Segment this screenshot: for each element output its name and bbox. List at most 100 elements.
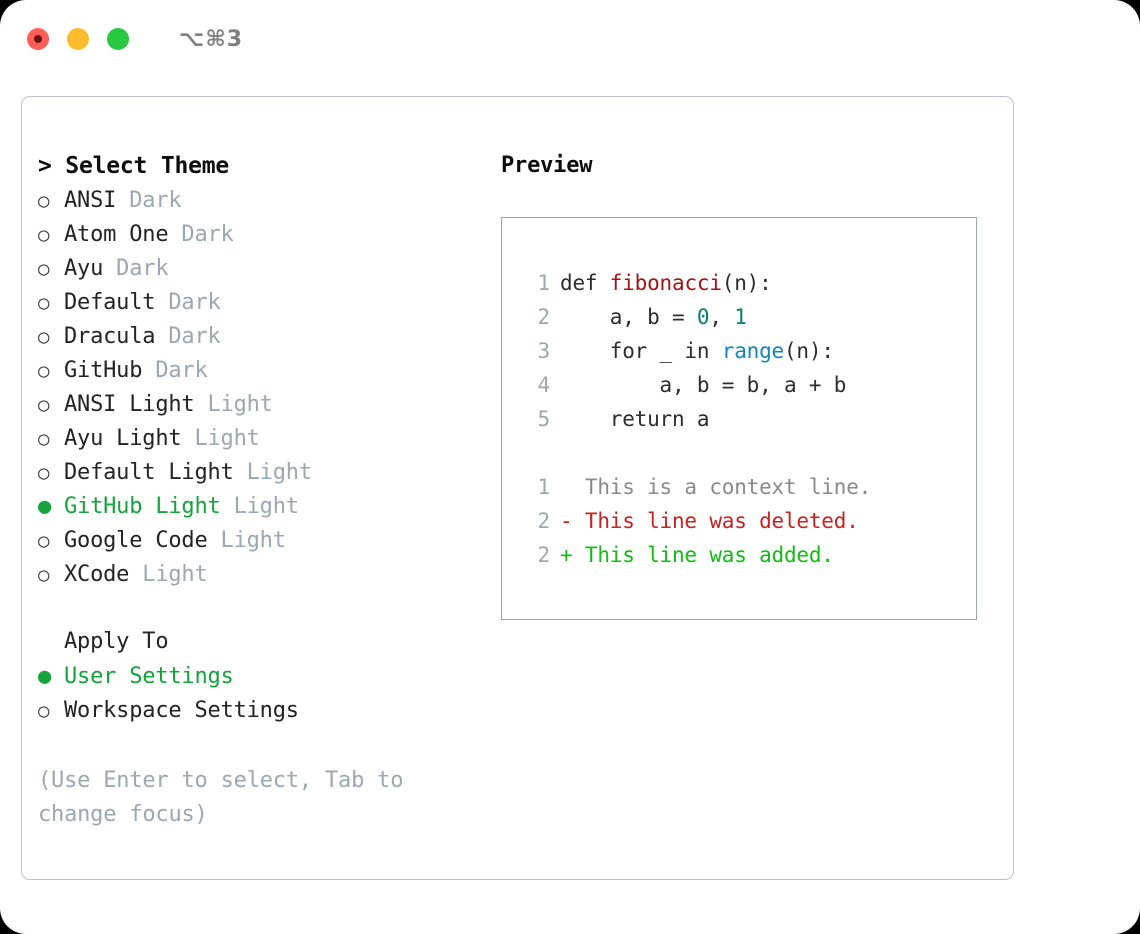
code-line-number: 4 xyxy=(537,373,551,397)
code-token-plain: for _ in xyxy=(560,339,722,363)
diff-line-number: 2 xyxy=(537,509,551,533)
preview-title: Preview xyxy=(501,153,593,178)
radio-unselected-icon: ○ xyxy=(38,360,50,382)
code-token-plain: , xyxy=(709,305,735,329)
header-label: Select Theme xyxy=(65,153,230,179)
radio-unselected-icon: ○ xyxy=(38,190,50,212)
code-line-text: a, b = 0, 1 xyxy=(560,300,747,334)
diff-line-added: 2 + This line was added. xyxy=(524,538,976,572)
theme-option-default-light[interactable]: ○Default Light Light xyxy=(38,456,468,490)
maximize-button[interactable] xyxy=(107,28,129,50)
radio-selected-icon: ● xyxy=(38,494,52,519)
theme-option-variant-badge: Dark xyxy=(168,222,234,247)
theme-option-label: XCode xyxy=(64,562,130,587)
code-token-plain: a, b = b, a + b xyxy=(560,373,847,397)
diff-line-context: 1 This is a context line. xyxy=(524,470,976,504)
theme-option-variant-badge: Light xyxy=(181,426,260,451)
code-line-text: return a xyxy=(560,402,710,436)
minimize-button[interactable] xyxy=(67,28,89,50)
diff-line-deleted: 2 - This line was deleted. xyxy=(524,504,976,538)
radio-unselected-icon: ○ xyxy=(38,700,50,722)
code-line-number: 2 xyxy=(537,305,551,329)
code-line: 3 for _ in range(n): xyxy=(524,334,976,368)
theme-option-label: Ayu Light xyxy=(64,426,182,451)
theme-option-label: Google Code xyxy=(64,528,208,553)
radio-unselected-icon: ○ xyxy=(38,394,50,416)
radio-unselected-icon: ○ xyxy=(38,428,50,450)
code-line-text: a, b = b, a + b xyxy=(560,368,847,402)
code-line-number: 5 xyxy=(537,407,551,431)
code-token-fn: fibonacci xyxy=(609,271,722,295)
apply-to-option-list[interactable]: ● User Settings ○ Workspace Settings xyxy=(38,660,468,728)
diff-line-text: This is a context line. xyxy=(560,475,872,499)
traffic-lights xyxy=(27,28,129,50)
theme-option-label: Default xyxy=(64,290,156,315)
apply-to-option-label: User Settings xyxy=(64,664,234,689)
theme-option-dracula[interactable]: ○Dracula Dark xyxy=(38,320,468,354)
theme-option-label: Dracula xyxy=(64,324,156,349)
theme-option-variant-badge: Light xyxy=(220,494,299,519)
theme-option-ayu[interactable]: ○Ayu Dark xyxy=(38,252,468,286)
theme-option-github-light[interactable]: ● GitHub Light Light xyxy=(38,490,468,524)
diff-line-number: 1 xyxy=(537,475,551,499)
code-token-num: 0 xyxy=(696,305,710,329)
apply-to-option-workspace-settings[interactable]: ○ Workspace Settings xyxy=(38,694,468,728)
theme-option-variant-badge: Light xyxy=(129,562,208,587)
theme-option-label: ANSI Light xyxy=(64,392,195,417)
diff-line-text: + This line was added. xyxy=(560,543,834,567)
code-token-plain: (n): xyxy=(783,339,834,363)
theme-option-label: ANSI xyxy=(64,188,117,213)
apply-to-label: Apply To xyxy=(64,629,169,654)
theme-option-label: Ayu xyxy=(64,256,104,281)
diff-line-number: 2 xyxy=(537,543,551,567)
code-token-num: 1 xyxy=(734,305,747,329)
code-line: 5 return a xyxy=(524,402,976,436)
code-line-number: 3 xyxy=(537,339,551,363)
radio-unselected-icon: ○ xyxy=(38,292,50,314)
theme-option-variant-badge: Light xyxy=(233,460,312,485)
main-panel: > Select Theme ○ANSI Dark○Atom One Dark○… xyxy=(21,96,1014,880)
radio-unselected-icon: ○ xyxy=(38,224,50,246)
apply-to-option-label: Workspace Settings xyxy=(64,698,299,723)
title-bar: ⌥⌘3 xyxy=(0,0,1140,78)
close-button[interactable] xyxy=(27,28,49,50)
theme-option-github[interactable]: ○GitHub Dark xyxy=(38,354,468,388)
theme-option-ansi[interactable]: ○ ANSI Dark xyxy=(38,184,468,218)
diff-preview-block: 1 This is a context line. 2 - This line wa… xyxy=(524,470,976,572)
code-token-plain: a, b = xyxy=(560,305,697,329)
keyboard-shortcut-label: ⌥⌘3 xyxy=(179,26,244,52)
code-token-call: range xyxy=(721,339,784,363)
theme-option-xcode[interactable]: ○XCode Light xyxy=(38,558,468,592)
radio-selected-icon: ● xyxy=(38,664,52,689)
theme-option-variant-badge: Dark xyxy=(155,290,221,315)
theme-option-ayu-light[interactable]: ○ Ayu Light Light xyxy=(38,422,468,456)
theme-option-default[interactable]: ○ Default Dark xyxy=(38,286,468,320)
apply-to-option-user-settings[interactable]: ● User Settings xyxy=(38,660,468,694)
code-line-text: for _ in range(n): xyxy=(560,334,834,368)
theme-option-label: GitHub Light xyxy=(64,494,221,519)
theme-option-google-code[interactable]: ○Google Code Light xyxy=(38,524,468,558)
code-token-plain: return a xyxy=(560,407,710,431)
theme-option-variant-badge: Light xyxy=(194,392,273,417)
apply-to-group: ○ Apply To xyxy=(38,625,468,659)
radio-unselected-icon: ○ xyxy=(38,530,50,552)
radio-unselected-icon: ○ xyxy=(38,462,50,484)
theme-option-label: Atom One xyxy=(64,222,169,247)
theme-option-list[interactable]: ○ANSI Dark○Atom One Dark○Ayu Dark○Defaul… xyxy=(38,184,468,592)
theme-option-atom-one[interactable]: ○ Atom One Dark xyxy=(38,218,468,252)
code-line-text: def fibonacci(n): xyxy=(560,266,772,300)
code-line: 2 a, b = 0, 1 xyxy=(524,300,976,334)
theme-option-ansi-light[interactable]: ○ ANSI Light Light xyxy=(38,388,468,422)
theme-picker-column: > Select Theme ○ANSI Dark○Atom One Dark○… xyxy=(38,149,468,832)
help-hint-text: (Use Enter to select, Tab to change focu… xyxy=(38,768,404,827)
theme-option-variant-badge: Dark xyxy=(116,188,182,213)
theme-option-variant-badge: Dark xyxy=(142,358,208,383)
code-line: 1 def fibonacci(n): xyxy=(524,266,976,300)
group-marker-placeholder: ○ xyxy=(38,625,64,659)
diff-line-text: - This line was deleted. xyxy=(560,509,859,533)
code-line-number: 1 xyxy=(537,271,551,295)
